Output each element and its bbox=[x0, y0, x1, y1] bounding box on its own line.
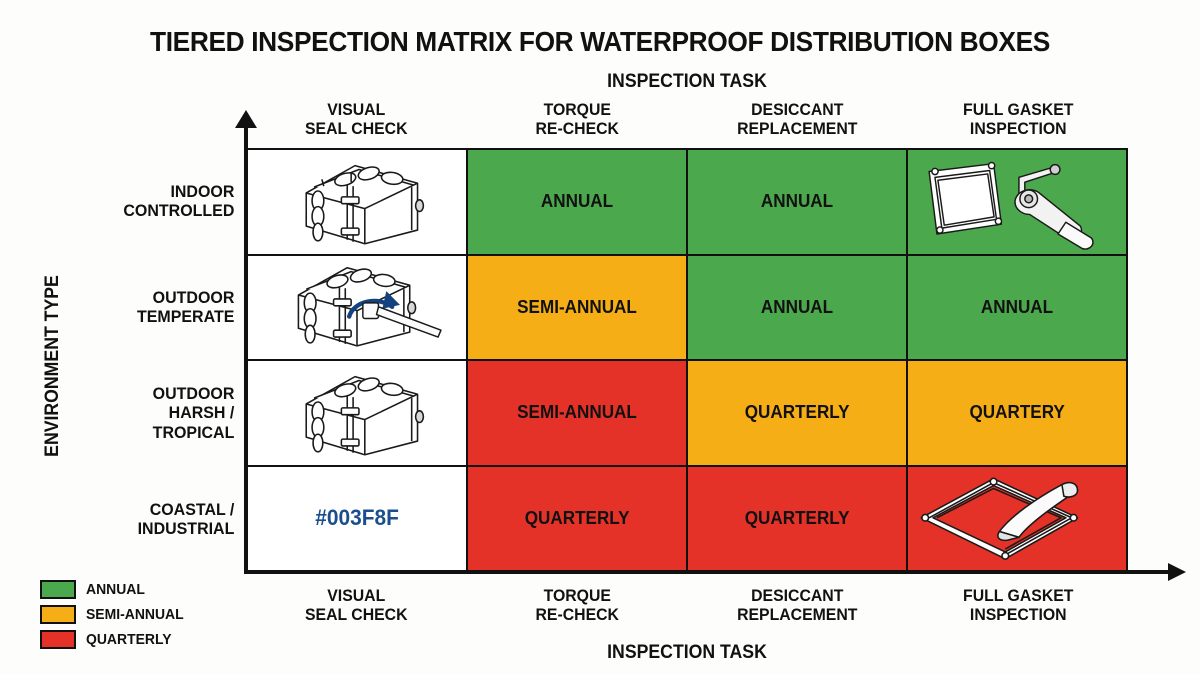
matrix-cell-r3c1 bbox=[248, 361, 466, 465]
x-axis-arrow-icon bbox=[1168, 563, 1186, 581]
column-footer-line2: INSPECTION bbox=[969, 605, 1067, 625]
matrix-cell-r1c2: ANNUAL bbox=[468, 150, 686, 254]
row-header-outdoor-harsh-tropical: OUTDOOR HARSH / TROPICAL bbox=[71, 360, 240, 466]
column-footer-line2: SEAL CHECK bbox=[304, 605, 408, 625]
row-header-line1: OUTDOOR bbox=[152, 287, 235, 307]
column-footer-desiccant-replacement: DESICCANT REPLACEMENT bbox=[695, 586, 900, 624]
row-header-line1: OUTDOOR bbox=[152, 384, 235, 404]
row-header-line1: COASTAL / bbox=[149, 499, 235, 519]
row-header-line2: CONTROLLED bbox=[123, 201, 235, 220]
matrix-cell-label: QUARTERLY bbox=[744, 402, 850, 423]
column-footer-line1: DESICCANT bbox=[751, 586, 844, 605]
junction-box-torque-icon bbox=[297, 266, 442, 347]
legend-label-quarterly: QUARTERLY bbox=[86, 630, 172, 648]
x-axis-title-bottom: INSPECTION TASK bbox=[607, 642, 767, 663]
matrix-cell-label: QUARTERLY bbox=[744, 507, 850, 528]
legend: ANNUAL SEMI-ANNUAL QUARTERLY bbox=[40, 578, 191, 653]
column-header-line2: SEAL CHECK bbox=[304, 119, 408, 139]
column-header-line1: TORQUE bbox=[543, 100, 611, 119]
column-footer-visual-seal-check: VISUAL SEAL CHECK bbox=[254, 586, 459, 624]
legend-swatch-quarterly bbox=[40, 629, 76, 649]
matrix-cell-r3c2: SEMI-ANNUAL bbox=[468, 361, 686, 465]
row-header-line2: HARSH / bbox=[168, 403, 235, 423]
gasket-seal-icon bbox=[920, 477, 1079, 560]
column-footer-line2: RE-CHECK bbox=[535, 605, 619, 625]
legend-swatch-annual bbox=[40, 579, 76, 599]
legend-item-semi-annual: SEMI-ANNUAL bbox=[40, 603, 191, 625]
row-headers: INDOOR CONTROLLED OUTDOOR TEMPERATE OUTD… bbox=[60, 148, 240, 572]
legend-label-semi-annual: SEMI-ANNUAL bbox=[86, 605, 184, 623]
row-header-coastal-industrial: COASTAL / INDUSTRIAL bbox=[71, 466, 240, 572]
matrix-cell-r2c1 bbox=[248, 255, 466, 359]
matrix-cell-label: ANNUAL bbox=[760, 296, 834, 317]
y-axis-arrow-icon bbox=[235, 110, 257, 128]
column-header-torque-re-check: TORQUE RE-CHECK bbox=[474, 100, 679, 138]
legend-item-annual: ANNUAL bbox=[40, 578, 191, 600]
x-axis-line bbox=[244, 570, 1172, 574]
row-header-line2: TEMPERATE bbox=[136, 307, 235, 326]
row-header-indoor-controlled: INDOOR CONTROLLED bbox=[71, 148, 240, 254]
column-header-line1: DESICCANT bbox=[751, 100, 844, 119]
matrix-cell-label: ANNUAL bbox=[980, 296, 1054, 317]
matrix-cell-r1c4 bbox=[908, 150, 1126, 254]
column-footer-line1: VISUAL bbox=[327, 586, 386, 605]
column-header-line2: RE-CHECK bbox=[535, 119, 619, 139]
legend-swatch-semi-annual bbox=[40, 604, 76, 624]
row-header-outdoor-temperate: OUTDOOR TEMPERATE bbox=[71, 254, 240, 360]
matrix-cell-label: SEMI-ANNUAL bbox=[517, 296, 637, 317]
column-header-desiccant-replacement: DESICCANT REPLACEMENT bbox=[695, 100, 900, 138]
matrix-cell-r2c4: ANNUAL bbox=[908, 255, 1126, 359]
gasket-and-ratchet-icon bbox=[928, 161, 1094, 250]
legend-item-quarterly: QUARTERLY bbox=[40, 628, 191, 650]
column-headers-top: VISUAL SEAL CHECK TORQUE RE-CHECK DESICC… bbox=[246, 100, 1128, 138]
column-header-full-gasket-inspection: FULL GASKET INSPECTION bbox=[915, 100, 1120, 138]
inspection-matrix-grid: ANNUAL ANNUAL bbox=[246, 148, 1128, 572]
column-header-line1: VISUAL bbox=[327, 100, 386, 119]
matrix-cell-label: QUARTERY bbox=[969, 402, 1065, 423]
matrix-cell-label: ANNUAL bbox=[540, 191, 614, 212]
x-axis-title-top: INSPECTION TASK bbox=[607, 71, 767, 92]
matrix-cell-r1c3: ANNUAL bbox=[688, 150, 906, 254]
matrix-cell-r4c4 bbox=[908, 466, 1126, 570]
matrix-cell-r1c1 bbox=[248, 150, 466, 254]
matrix-cell-r3c3: QUARTERLY bbox=[688, 361, 906, 465]
row-header-line3: TROPICAL bbox=[152, 422, 235, 442]
row-header-line2: INDUSTRIAL bbox=[137, 519, 235, 538]
junction-box-icon bbox=[305, 164, 425, 245]
junction-box-icon bbox=[305, 375, 425, 456]
matrix-cell-label: SEMI-ANNUAL bbox=[517, 402, 637, 423]
column-footer-torque-re-check: TORQUE RE-CHECK bbox=[474, 586, 679, 624]
matrix-cell-r4c2: QUARTERLY bbox=[468, 466, 686, 570]
row-header-line1: INDOOR bbox=[170, 181, 235, 201]
column-header-line2: REPLACEMENT bbox=[737, 119, 858, 139]
matrix-cell-label: QUARTERLY bbox=[524, 507, 630, 528]
column-footer-full-gasket-inspection: FULL GASKET INSPECTION bbox=[915, 586, 1120, 624]
column-footer-line1: FULL GASKET bbox=[962, 586, 1073, 605]
legend-label-annual: ANNUAL bbox=[86, 580, 145, 598]
matrix-cell-r4c3: QUARTERLY bbox=[688, 466, 906, 570]
column-footer-line1: TORQUE bbox=[543, 586, 611, 605]
page-title: TIERED INSPECTION MATRIX FOR WATERPROOF … bbox=[150, 26, 1050, 57]
matrix-cell-label: ANNUAL bbox=[760, 191, 834, 212]
column-header-line1: FULL GASKET bbox=[962, 100, 1073, 119]
column-footer-line2: REPLACEMENT bbox=[737, 605, 858, 625]
column-headers-bottom: VISUAL SEAL CHECK TORQUE RE-CHECK DESICC… bbox=[246, 586, 1128, 624]
matrix-cell-r2c3: ANNUAL bbox=[688, 255, 906, 359]
column-header-line2: INSPECTION bbox=[969, 119, 1067, 139]
matrix-cell-r2c2: SEMI-ANNUAL bbox=[468, 255, 686, 359]
hex-color-code-label: #003F8F bbox=[315, 505, 399, 531]
matrix-cell-r4c1: #003F8F bbox=[248, 466, 466, 570]
column-header-visual-seal-check: VISUAL SEAL CHECK bbox=[254, 100, 459, 138]
matrix-cell-r3c4: QUARTERY bbox=[908, 361, 1126, 465]
